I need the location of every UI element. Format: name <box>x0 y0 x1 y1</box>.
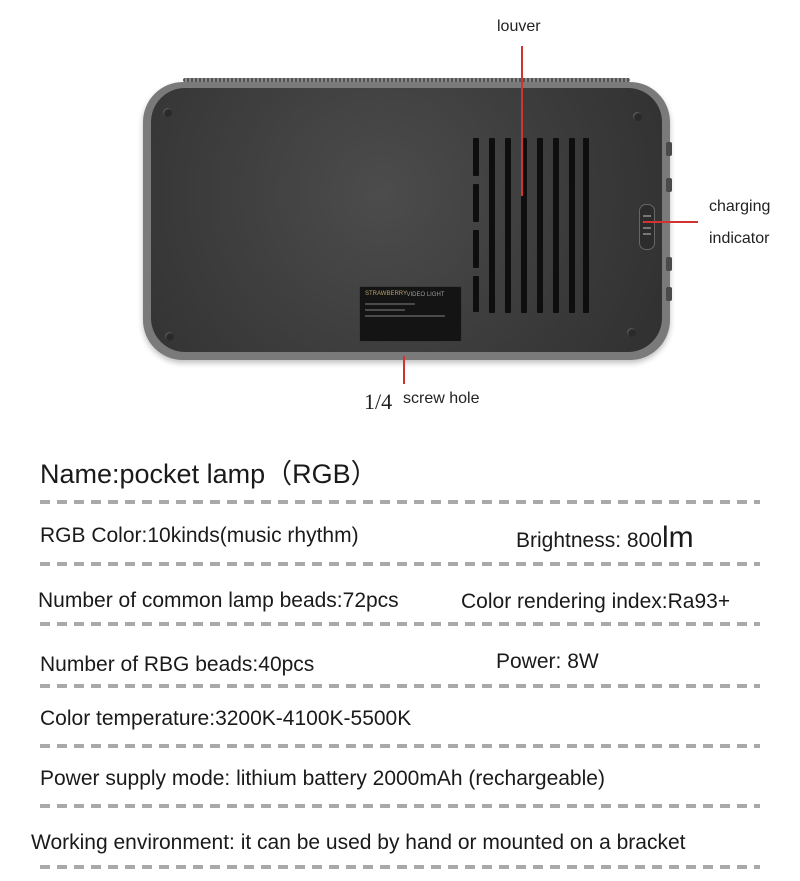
plate-brand: STRAWBERRY <box>365 291 408 297</box>
spec-brightness: Brightness: 800lm <box>516 523 694 553</box>
side-button-icon <box>666 257 672 271</box>
dashed-divider <box>40 804 760 808</box>
device-top-edge <box>183 78 630 82</box>
plate-text-line <box>365 303 415 305</box>
spec-color-temperature: Color temperature:3200K-4100K-5500K <box>40 707 412 730</box>
product-name: Name:pocket lamp（RGB） <box>40 459 378 489</box>
louver-slot <box>521 138 527 313</box>
spec-power: Power: 8W <box>496 650 599 673</box>
dashed-divider <box>40 865 760 869</box>
louver-grille <box>473 138 589 313</box>
charging-callout: charging <box>709 198 771 215</box>
label-plate: STRAWBERRY VIDEO LIGHT <box>359 286 462 342</box>
spec-working-environment: Working environment: it can be used by h… <box>31 831 686 854</box>
charging-pointer <box>644 221 698 223</box>
dashed-divider <box>40 500 760 504</box>
louver-slot <box>583 138 589 313</box>
device-back-panel: STRAWBERRY VIDEO LIGHT <box>151 88 662 352</box>
side-button-icon <box>666 142 672 156</box>
dashed-divider <box>40 562 760 566</box>
spec-rgb-color: RGB Color:10kinds(music rhythm) <box>40 524 359 547</box>
louver-callout: louver <box>497 18 541 35</box>
brightness-unit: lm <box>661 521 694 554</box>
side-button-icon <box>666 287 672 301</box>
corner-screw-icon <box>627 328 636 337</box>
louver-slot <box>569 138 575 313</box>
plate-text-line <box>365 309 405 311</box>
louver-slot <box>489 138 495 313</box>
pocket-lamp-back-view: STRAWBERRY VIDEO LIGHT <box>143 78 672 360</box>
louver-slot <box>473 276 479 312</box>
spec-power-supply: Power supply mode: lithium battery 2000m… <box>40 767 605 790</box>
corner-screw-icon <box>163 108 172 117</box>
screw-size-callout: 1/4 <box>364 389 393 414</box>
dashed-divider <box>40 684 760 688</box>
louver-slot <box>505 138 511 313</box>
screw-hole-callout: screw hole <box>403 390 480 407</box>
spec-rgb-beads: Number of RBG beads:40pcs <box>40 653 315 676</box>
corner-screw-icon <box>633 112 642 121</box>
dashed-divider <box>40 622 760 626</box>
louver-slot <box>473 230 479 268</box>
corner-screw-icon <box>165 332 174 341</box>
louver-slot <box>553 138 559 313</box>
charging-indicator-icon <box>639 204 655 250</box>
dashed-divider <box>40 744 760 748</box>
plate-text-line <box>365 315 445 317</box>
louver-pointer <box>521 46 523 196</box>
spec-color-rendering-index: Color rendering index:Ra93+ <box>461 590 731 613</box>
brightness-value: Brightness: 800 <box>516 529 662 552</box>
louver-slot <box>473 184 479 222</box>
plate-title: VIDEO LIGHT <box>406 292 445 298</box>
indicator-callout: indicator <box>709 230 770 247</box>
spec-common-beads: Number of common lamp beads:72pcs <box>38 589 399 612</box>
louver-slot <box>537 138 543 313</box>
screw-hole-pointer <box>403 356 405 384</box>
side-button-icon <box>666 178 672 192</box>
louver-slot <box>473 138 479 176</box>
